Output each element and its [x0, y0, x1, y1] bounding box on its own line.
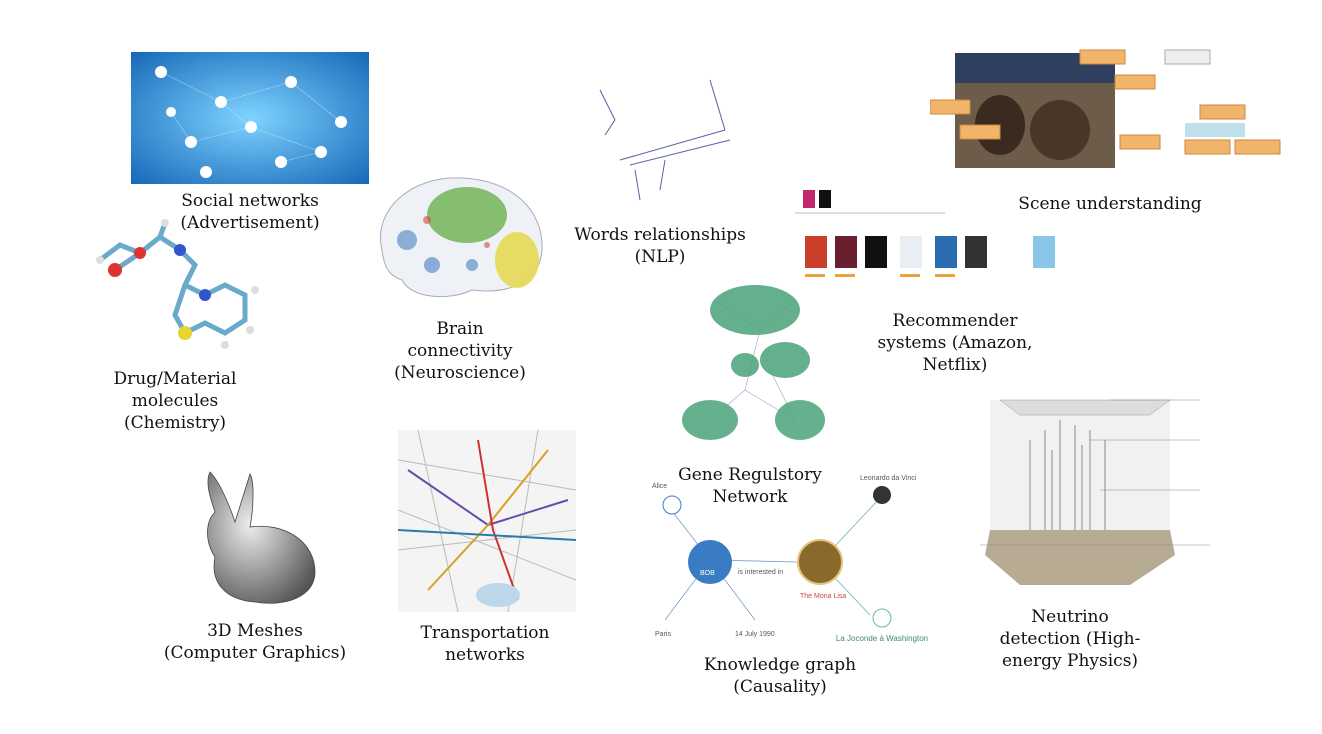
caption-molecules: Drug/Material molecules (Chemistry) [113, 369, 237, 433]
molecule-image [96, 219, 259, 349]
caption-brain: Brain connectivity (Neuroscience) [394, 319, 526, 383]
social-network-image [131, 52, 369, 184]
caption-transportation: Transportation networks [420, 623, 550, 665]
kg-center-label: BOB [700, 570, 715, 577]
scene-image [930, 49, 1281, 168]
kg-node-alice: Alice [652, 483, 667, 490]
kg-node-joconde: La Joconde à Washington [836, 634, 928, 643]
brain-image [380, 177, 543, 298]
transport-map-image [398, 430, 576, 612]
caption-3d-meshes: 3D Meshes (Computer Graphics) [163, 621, 347, 663]
caption-recommender: Recommender systems (Amazon, Netflix) [877, 311, 1033, 375]
kg-node-paris: Paris [655, 631, 671, 638]
caption-gene-network: Gene Regulstory Network [678, 465, 822, 507]
kg-node-date: 14 July 1990 [735, 631, 775, 638]
kg-edge-label: is interested in [738, 569, 783, 576]
caption-knowledge-graph: Knowledge graph (Causality) [703, 655, 857, 697]
recommender-image [795, 190, 1055, 277]
kg-node-mona-lisa: The Mona Lisa [800, 593, 846, 600]
kg-node-leonardo: Leonardo da Vinci [860, 475, 917, 482]
words-graph-image [599, 79, 731, 201]
caption-words: Words relationships (NLP) [574, 225, 746, 267]
neutrino-detector-image [980, 399, 1210, 585]
caption-scene: Scene understanding [1018, 194, 1202, 214]
caption-social-networks: Social networks (Advertisement) [180, 191, 320, 233]
bunny-mesh-image [207, 471, 316, 604]
gene-network-image [682, 285, 825, 440]
caption-neutrino: Neutrino detection (High- energy Physics… [999, 607, 1141, 671]
knowledge-graph-image: BOB Alice Leonardo da Vinci The Mona Lis… [652, 475, 928, 643]
